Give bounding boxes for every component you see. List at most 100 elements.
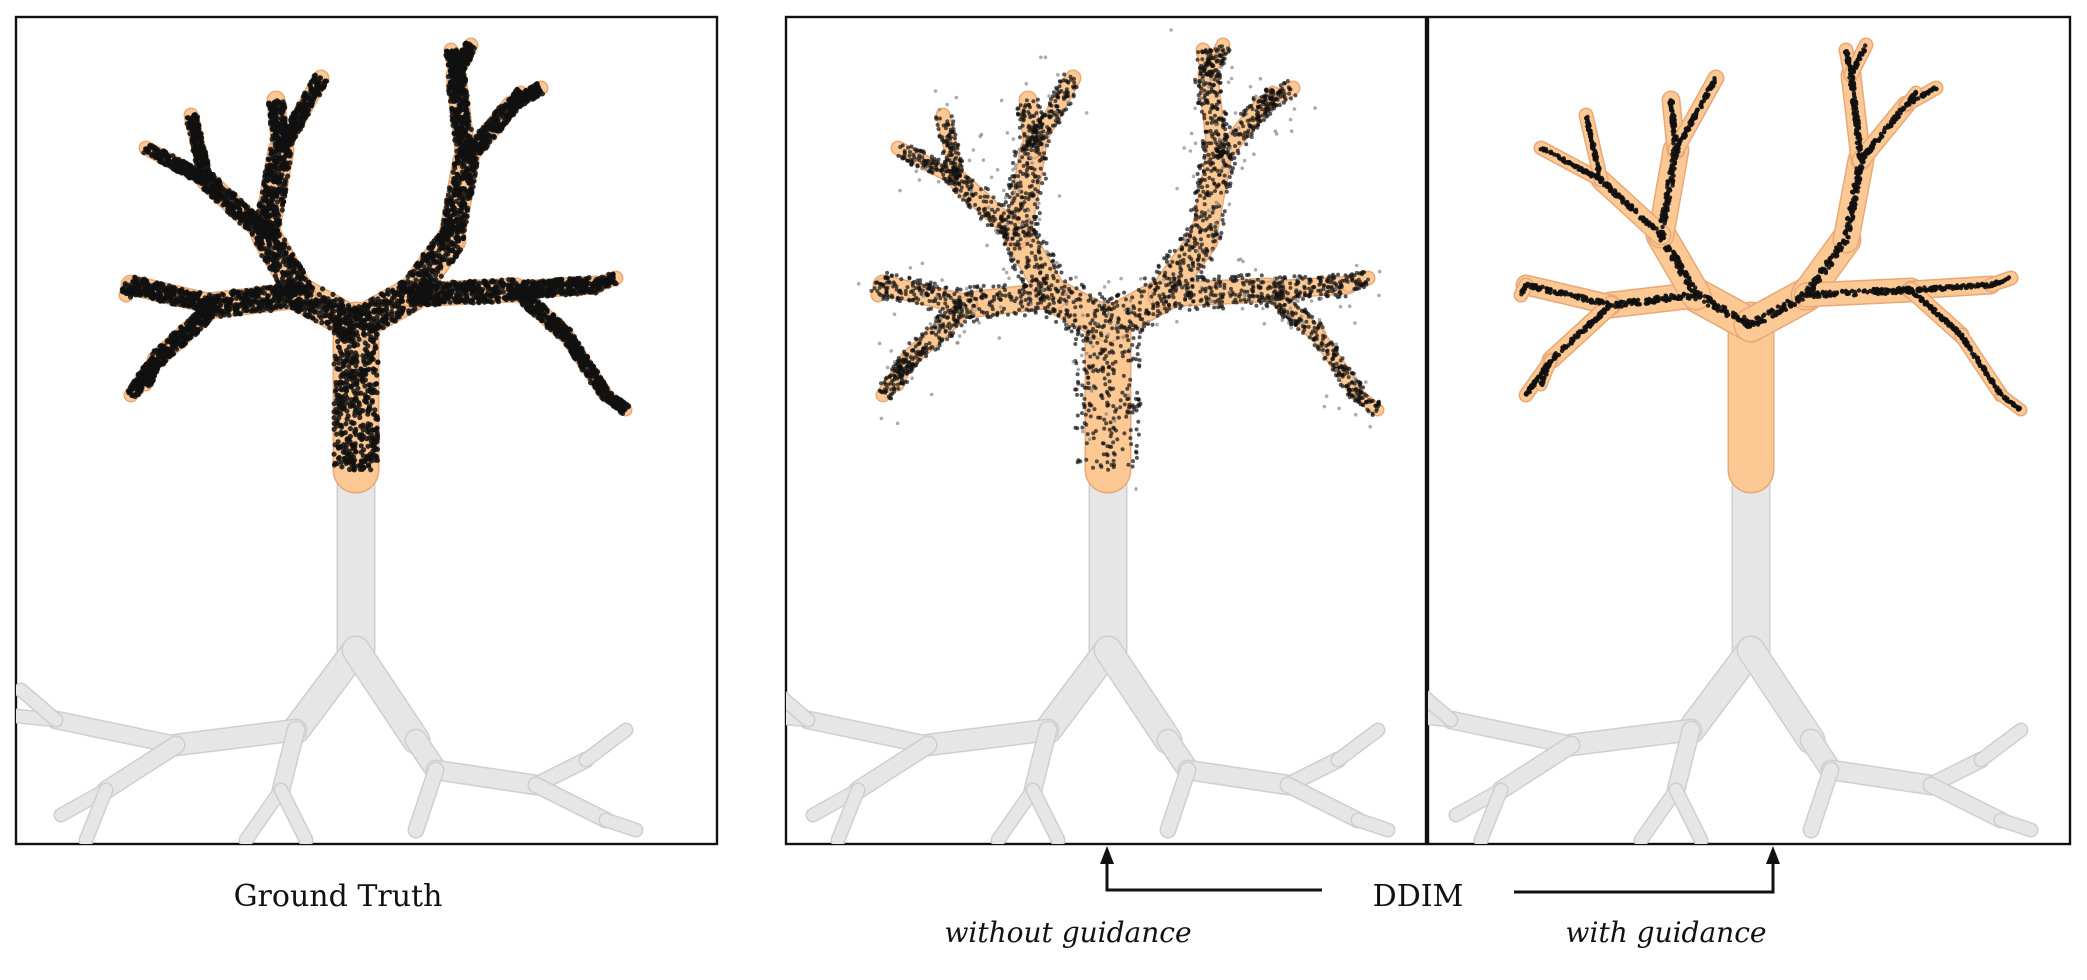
sample-point <box>331 415 337 421</box>
sample-point <box>321 82 328 88</box>
sample-point <box>357 414 363 421</box>
sample-point <box>278 185 284 191</box>
sample-point <box>179 341 186 347</box>
sample-point <box>447 217 453 223</box>
sample-point <box>149 377 155 383</box>
sample-point <box>452 66 458 72</box>
sample-point <box>277 221 283 227</box>
sample-point <box>283 284 289 290</box>
sample-point <box>227 200 233 206</box>
sample-point <box>302 307 308 313</box>
sample-point <box>328 318 334 324</box>
sample-point <box>148 364 154 370</box>
sample-point <box>129 291 135 297</box>
sample-point <box>445 197 452 203</box>
sample-point <box>157 152 163 158</box>
sample-point <box>274 159 280 165</box>
sample-point <box>249 231 255 237</box>
sample-point <box>271 99 277 105</box>
sample-point <box>447 63 453 69</box>
sample-point <box>214 293 220 299</box>
sample-point <box>456 188 462 194</box>
sample-point <box>398 298 404 304</box>
sample-point <box>375 296 381 302</box>
sample-point <box>286 139 292 146</box>
sample-point <box>333 387 339 393</box>
sample-point <box>200 143 206 149</box>
sample-point <box>536 86 542 92</box>
sample-point <box>344 356 350 362</box>
sample-point <box>347 426 353 432</box>
sample-point <box>171 285 177 291</box>
sample-point <box>342 385 348 391</box>
sample-point <box>243 224 249 230</box>
sample-point <box>280 135 286 141</box>
sample-point <box>279 172 285 178</box>
sample-point <box>448 186 454 192</box>
sample-point <box>370 443 376 449</box>
sample-point <box>370 323 376 329</box>
sample-point <box>338 459 344 465</box>
sample-point <box>248 213 254 219</box>
sample-point <box>368 467 374 473</box>
sample-point <box>492 111 498 117</box>
sample-point <box>168 297 174 303</box>
sample-point <box>380 293 387 299</box>
sample-point <box>337 366 343 372</box>
sample-point <box>473 141 479 147</box>
sample-point <box>270 202 276 208</box>
sample-point <box>141 286 148 292</box>
sample-point <box>530 92 536 99</box>
sample-point <box>257 227 263 233</box>
sample-point <box>328 298 335 304</box>
sample-point <box>455 94 461 100</box>
sample-point <box>249 292 255 299</box>
sample-point <box>491 134 497 140</box>
sample-point <box>287 298 293 304</box>
sample-point <box>257 215 263 221</box>
sample-point <box>291 268 297 275</box>
sample-point <box>279 101 285 107</box>
sample-point <box>153 358 159 364</box>
sample-point <box>199 298 205 304</box>
sample-point <box>455 107 462 113</box>
sample-point <box>459 197 465 203</box>
sample-point <box>345 335 351 341</box>
sample-point <box>337 380 343 386</box>
sample-point <box>189 303 195 309</box>
sample-point <box>365 343 371 349</box>
sample-point <box>311 307 317 313</box>
sample-point <box>352 441 358 447</box>
sample-point <box>310 285 316 291</box>
sample-point <box>289 119 295 125</box>
sample-point <box>334 461 340 467</box>
sample-point <box>500 114 506 120</box>
sample-point <box>236 293 242 299</box>
sample-point <box>327 325 333 331</box>
sample-point <box>463 213 469 219</box>
sample-point <box>446 83 452 89</box>
sample-point <box>260 203 267 209</box>
sample-point <box>184 173 191 179</box>
sample-point <box>356 304 362 310</box>
sample-point <box>297 266 303 272</box>
sample-point <box>460 107 466 113</box>
sample-point <box>368 455 374 461</box>
sample-point <box>178 324 184 330</box>
sample-point <box>307 101 313 107</box>
sample-point <box>205 176 211 182</box>
sample-point <box>438 273 444 279</box>
sample-point <box>359 432 365 438</box>
sample-point <box>504 109 510 115</box>
sample-point <box>250 223 256 229</box>
sample-point <box>450 248 456 254</box>
sample-point <box>264 177 270 183</box>
branch <box>580 724 632 766</box>
sample-point <box>199 305 205 311</box>
sample-point <box>269 112 275 118</box>
sample-point <box>387 300 393 306</box>
sample-point <box>344 347 350 354</box>
branch <box>48 712 184 753</box>
sample-point <box>319 319 325 326</box>
sample-point <box>394 311 400 317</box>
